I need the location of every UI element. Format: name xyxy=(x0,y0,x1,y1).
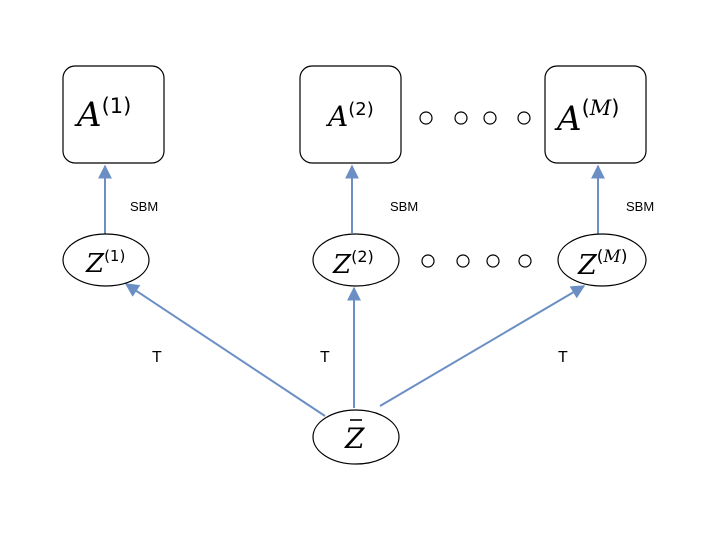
edge-zbar-zm xyxy=(379,285,586,407)
svg-text:Z(1): Z(1) xyxy=(85,247,125,279)
svg-text:A(1): A(1) xyxy=(74,94,131,135)
node-zm-base: Z xyxy=(577,250,598,281)
node-a2-sup: (2) xyxy=(348,99,374,120)
label-sbm-2: SBM xyxy=(390,199,418,214)
node-zm: Z(M) xyxy=(557,233,647,287)
node-z1-base: Z xyxy=(85,249,105,279)
label-t-1: T xyxy=(152,349,162,366)
label-sbm-m: SBM xyxy=(626,199,654,214)
svg-text:A(2): A(2) xyxy=(325,99,374,133)
svg-text:A(M): A(M) xyxy=(554,96,619,139)
edge-zbar-z1 xyxy=(124,283,326,417)
node-a1-sup: (1) xyxy=(102,94,132,118)
label-sbm-1: SBM xyxy=(130,199,158,214)
label-t-2: T xyxy=(320,349,330,366)
svg-text:Z(2): Z(2) xyxy=(332,247,374,280)
node-am-sup-var: M xyxy=(589,96,612,120)
node-a2: A(2) xyxy=(299,65,402,164)
node-a1: A(1) xyxy=(62,65,165,164)
node-z2-base: Z xyxy=(332,250,352,280)
node-zm-sup-open: ( xyxy=(597,247,604,267)
node-zm-sup-var: M xyxy=(602,247,621,267)
node-am-base: A xyxy=(554,99,582,139)
node-a2-base: A xyxy=(325,100,348,133)
node-am-sup-open: ( xyxy=(582,96,590,120)
node-z1-sup: (1) xyxy=(104,247,125,265)
label-t-m: T xyxy=(558,349,568,366)
node-z2: Z(2) xyxy=(312,233,400,287)
ellipsis-dots-bottom xyxy=(421,254,532,268)
node-zbar-base: Z xyxy=(344,422,365,455)
node-zbar: Z xyxy=(312,409,400,465)
ellipsis-dots-top xyxy=(419,111,531,125)
node-z2-sup: (2) xyxy=(351,247,374,266)
node-am-sup-close: ) xyxy=(611,96,619,120)
svg-text:Z(M): Z(M) xyxy=(577,247,627,281)
node-a1-base: A xyxy=(74,95,102,135)
node-zm-sup-close: ) xyxy=(621,247,628,267)
node-am: A(M) xyxy=(544,65,647,164)
node-z1: Z(1) xyxy=(62,233,150,287)
